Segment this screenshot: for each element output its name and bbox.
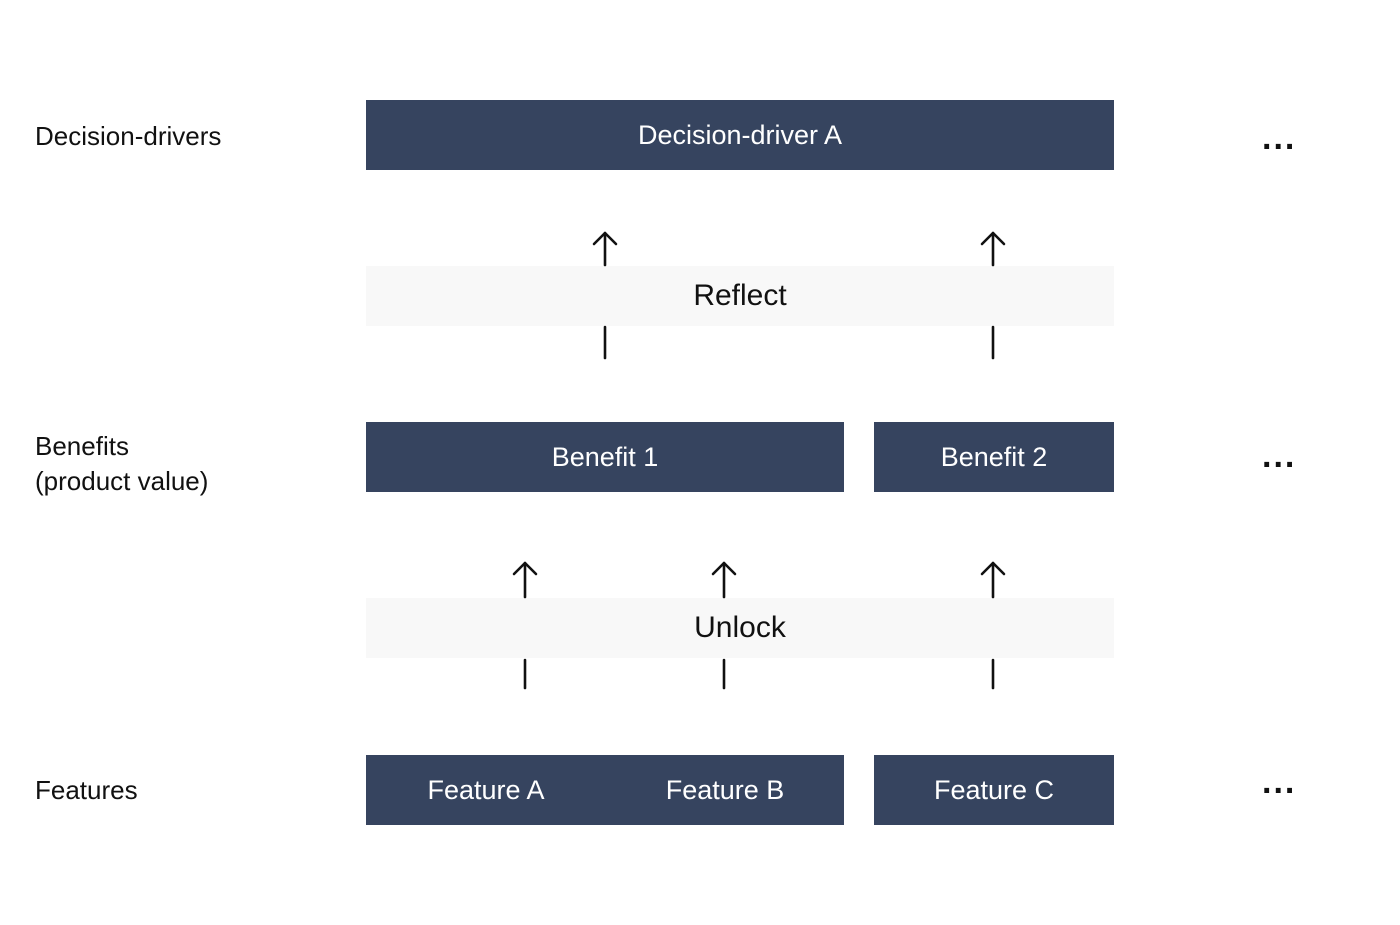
arrow-up-icon xyxy=(980,231,1006,267)
benefit-1-box: Benefit 1 xyxy=(366,422,844,492)
more-drivers-ellipsis: ... xyxy=(1262,119,1297,157)
feature-a-label: Feature A xyxy=(427,774,545,805)
arrow-up-icon xyxy=(512,561,538,599)
row-label-benefits: Benefits (product value) xyxy=(35,431,209,496)
benefit-2-box: Benefit 2 xyxy=(874,422,1114,492)
feature-c-label: Feature C xyxy=(933,774,1055,805)
more-benefits-ellipsis: ... xyxy=(1262,437,1297,475)
arrow-up-icon xyxy=(592,231,618,267)
benefit-1-label: Benefit 1 xyxy=(551,441,659,472)
feature-b-label: Feature B xyxy=(665,774,785,805)
arrow-up-icon xyxy=(980,561,1006,599)
row-label-decision-drivers: Decision-drivers xyxy=(35,121,222,151)
unlock-band: Unlock xyxy=(366,598,1114,658)
features-ab-box: Feature A Feature B xyxy=(366,755,844,825)
reflect-label: Reflect xyxy=(693,279,787,312)
arrow-up-icon xyxy=(711,561,737,599)
more-features-ellipsis: ... xyxy=(1262,763,1297,801)
feature-c-box: Feature C xyxy=(874,755,1114,825)
unlock-label: Unlock xyxy=(694,611,786,644)
row-label-features: Features xyxy=(35,775,138,805)
benefit-2-label: Benefit 2 xyxy=(940,441,1048,472)
decision-driver-a-box: Decision-driver A xyxy=(366,100,1114,170)
decision-driver-a-label: Decision-driver A xyxy=(637,119,843,150)
reflect-band: Reflect xyxy=(366,266,1114,326)
